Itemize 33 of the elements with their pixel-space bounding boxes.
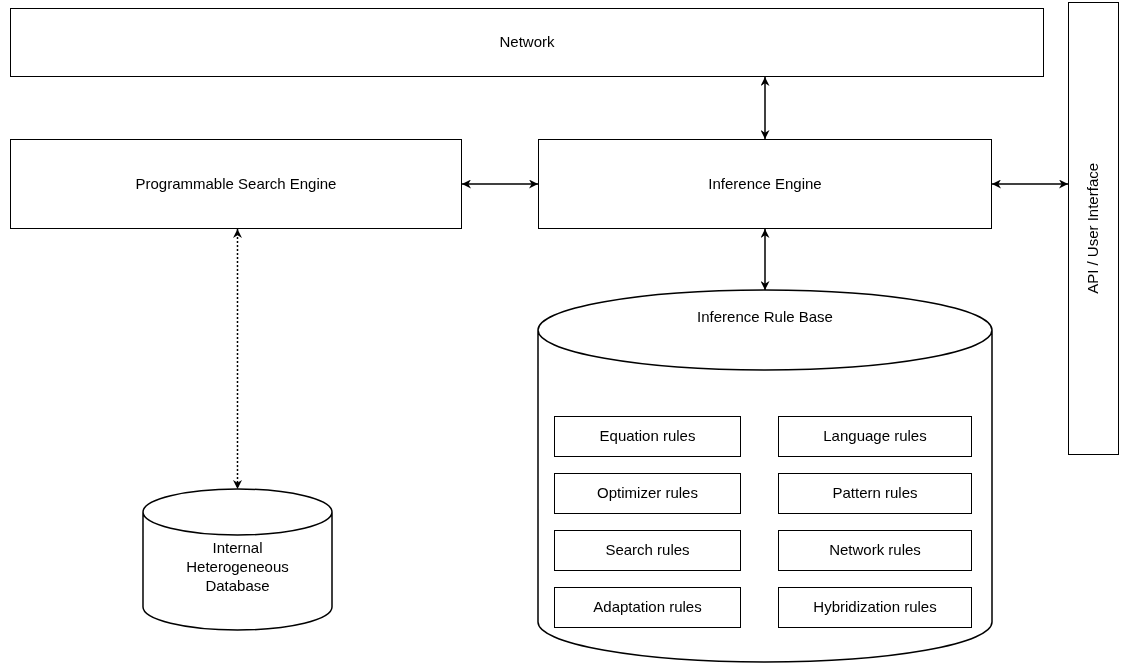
process-box <box>554 587 741 628</box>
node-label: Network rules <box>829 541 921 560</box>
network-box <box>10 8 1044 77</box>
node-label: Inference Engine <box>708 174 822 194</box>
process-box <box>1068 2 1119 455</box>
node-label: Network <box>499 33 555 52</box>
node-label: Language rules <box>823 427 927 446</box>
process-box <box>554 530 741 571</box>
process-box <box>554 416 741 457</box>
double-headed-arrow <box>991 179 1069 189</box>
process-box <box>778 530 972 571</box>
process-box <box>10 139 462 229</box>
process-box <box>538 139 992 229</box>
double-headed-arrow <box>233 228 242 490</box>
double-headed-arrow <box>461 179 539 189</box>
database-cylinder <box>143 489 332 630</box>
node-label: Inference Rule Base <box>696 308 834 327</box>
node-label: Hybridization rules <box>813 598 937 617</box>
node-label: Adaptation rules <box>593 598 702 617</box>
database-cylinder <box>538 290 992 662</box>
node-label: Pattern rules <box>832 484 918 503</box>
process-box <box>778 416 972 457</box>
node-label: Equation rules <box>599 427 696 446</box>
node-label: Optimizer rules <box>597 484 698 503</box>
node-label: Internal Heterogeneous Database <box>185 539 290 596</box>
process-box <box>778 587 972 628</box>
node-label: Programmable Search Engine <box>135 174 337 194</box>
process-box <box>554 473 741 514</box>
double-headed-arrow <box>760 76 770 140</box>
process-box <box>778 473 972 514</box>
node-label: API / User Interface <box>1084 163 1103 294</box>
node-label: Search rules <box>605 541 690 560</box>
double-headed-arrow <box>760 228 770 291</box>
